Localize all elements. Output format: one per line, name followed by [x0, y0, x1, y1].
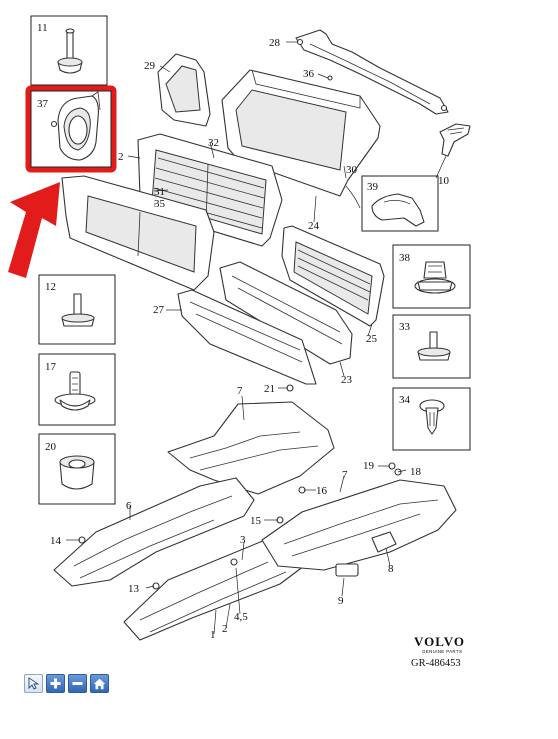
small-fasteners: [78, 75, 402, 590]
part-labels: 28 29 36 32 2 30 10 31 35 24 27 25 23 7 …: [50, 37, 450, 641]
label-7-right: 7: [342, 469, 348, 481]
bolt-12-illustration: [61, 293, 95, 327]
home-icon: [93, 678, 106, 689]
callout-33[interactable]: 33: [392, 314, 471, 379]
label-28: 28: [269, 37, 281, 49]
label-27: 27: [153, 304, 165, 316]
svg-text:11: 11: [37, 22, 48, 34]
label-21: 21: [264, 383, 275, 395]
label-19: 19: [363, 460, 375, 472]
clip-39-illustration: [371, 193, 425, 227]
push-rivet-34-illustration: [419, 399, 445, 435]
svg-text:37: 37: [37, 98, 49, 110]
label-9: 9: [338, 595, 344, 607]
svg-text:38: 38: [399, 252, 411, 264]
callout-11[interactable]: 11: [30, 15, 108, 86]
grommet-20-illustration: [59, 455, 95, 490]
zoom-out-icon: [72, 682, 83, 685]
label-25: 25: [366, 333, 378, 345]
label-18: 18: [410, 466, 422, 478]
bolt-11-illustration: [57, 28, 83, 74]
label-7-upper: 7: [237, 385, 243, 397]
svg-text:GENUINE PARTS: GENUINE PARTS: [422, 649, 462, 654]
svg-text:39: 39: [367, 181, 379, 193]
callout-39[interactable]: 39: [361, 175, 439, 232]
label-23: 23: [341, 374, 353, 386]
part-27-lower-trim[interactable]: [177, 289, 317, 385]
label-2-upper: 2: [118, 151, 124, 163]
part-bumper-frame[interactable]: [61, 175, 215, 291]
label-29: 29: [144, 60, 156, 72]
part-10-small-bracket[interactable]: [439, 123, 471, 157]
label-36: 36: [303, 68, 315, 80]
part-29-side-deflector[interactable]: [157, 53, 211, 127]
label-6: 6: [126, 500, 132, 512]
label-15: 15: [250, 515, 262, 527]
callout-20[interactable]: 20: [38, 433, 116, 505]
part-23-spoiler[interactable]: [219, 261, 353, 365]
clip-38-illustration: [414, 261, 456, 294]
label-8: 8: [388, 563, 394, 575]
svg-text:33: 33: [399, 321, 411, 333]
part-7-upper-underbody-panel[interactable]: [167, 401, 335, 495]
label-24: 24: [308, 220, 320, 232]
label-16: 16: [316, 485, 328, 497]
callout-34[interactable]: 34: [392, 387, 471, 451]
label-4-5: 4,5: [234, 611, 248, 623]
label-10: 10: [438, 175, 450, 187]
label-31: 31: [154, 186, 165, 198]
zoom-in-icon: [50, 678, 61, 689]
viewer-toolbar: [24, 674, 109, 693]
callout-17[interactable]: 17: [38, 353, 116, 426]
home-button[interactable]: [90, 674, 109, 693]
label-3: 3: [240, 534, 246, 546]
label-14: 14: [50, 535, 62, 547]
svg-text:34: 34: [399, 394, 411, 406]
leader-lines: [66, 41, 447, 635]
callout-38[interactable]: 38: [392, 244, 471, 309]
label-32: 32: [208, 137, 219, 149]
part-8-connector[interactable]: [371, 531, 397, 553]
bracket-37-illustration: [50, 91, 101, 161]
volvo-logo: VOLVO GENUINE PARTS GR-486453: [411, 634, 465, 669]
part-25-lower-grille[interactable]: [281, 225, 385, 327]
label-35: 35: [154, 198, 166, 210]
label-13: 13: [128, 583, 140, 595]
svg-text:17: 17: [45, 361, 57, 373]
highlight-arrow: [8, 182, 60, 278]
svg-text:VOLVO: VOLVO: [414, 634, 465, 649]
svg-text:12: 12: [45, 281, 56, 293]
part-9-connector[interactable]: [335, 563, 359, 577]
bolt-33-illustration: [417, 331, 451, 361]
clip-17-illustration: [54, 371, 96, 411]
label-1: 1: [210, 629, 216, 641]
label-30: 30: [346, 164, 358, 176]
label-2-lower: 2: [222, 623, 228, 635]
pointer-icon: [28, 677, 39, 690]
zoom-out-button[interactable]: [68, 674, 87, 693]
callout-12[interactable]: 12: [38, 274, 116, 345]
zoom-in-button[interactable]: [46, 674, 65, 693]
svg-text:20: 20: [45, 441, 57, 453]
part-28-upper-bracket[interactable]: [295, 29, 449, 115]
part-6-left-underbody-panel[interactable]: [53, 477, 255, 587]
diagram-reference: GR-486453: [411, 658, 461, 669]
callout-37[interactable]: 37: [25, 85, 117, 173]
pointer-button[interactable]: [24, 674, 43, 693]
part-7-right-underbody-panel[interactable]: [261, 479, 457, 571]
